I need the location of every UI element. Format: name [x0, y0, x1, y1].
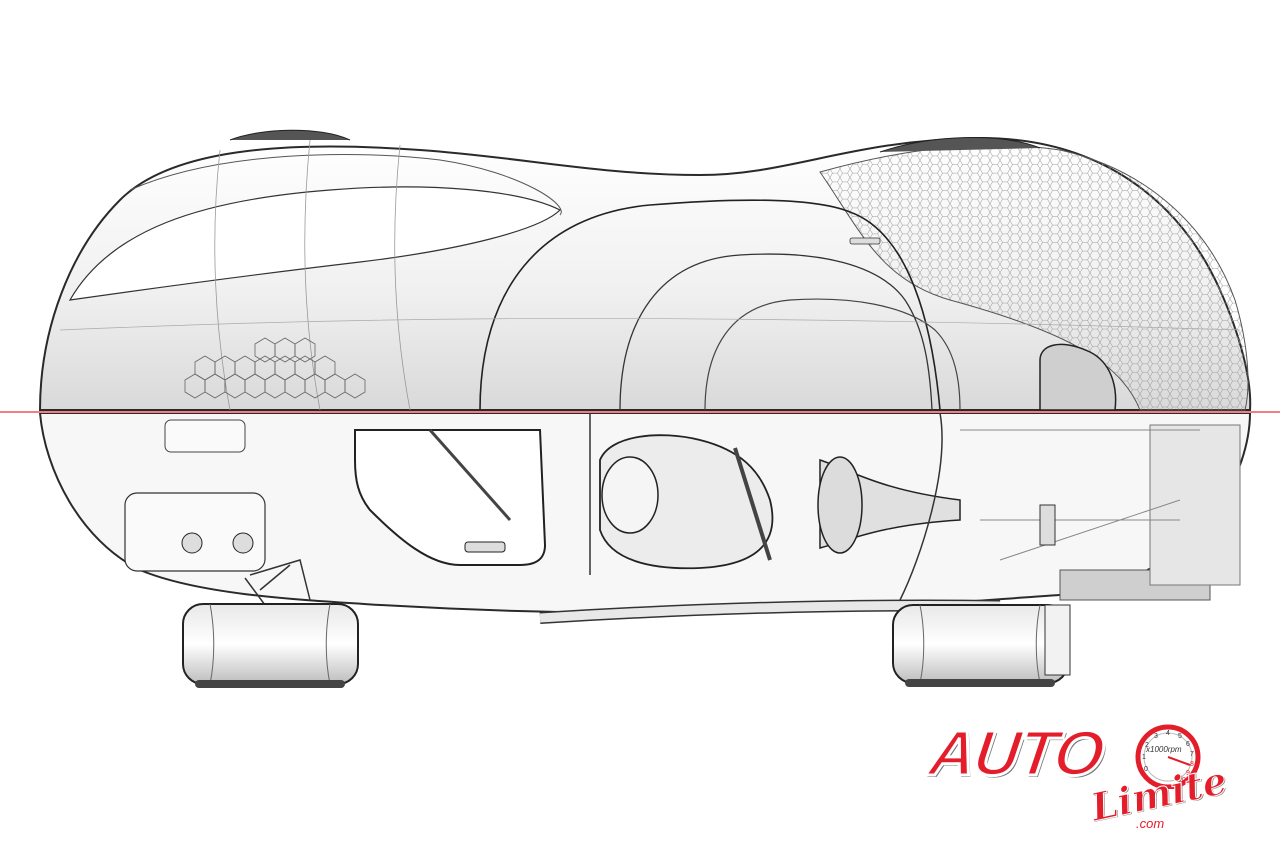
canopy-arc-3 [704, 298, 961, 411]
logo-word: AUTO [923, 716, 1108, 791]
svg-text:7: 7 [1190, 751, 1194, 758]
logo-domain: .com [1136, 816, 1165, 831]
steering-wheel [817, 456, 863, 554]
door-handle [464, 541, 506, 553]
tachometer-icon: 0 1 2 3 4 5 6 7 8 9 10 [1135, 724, 1201, 789]
front-suspension [244, 559, 311, 606]
svg-text:9: 9 [1186, 770, 1190, 777]
headrest [601, 456, 659, 534]
hex-decals [184, 337, 366, 399]
door-strut [428, 429, 512, 521]
front-wheel-top [229, 129, 351, 141]
rear-vent [1039, 343, 1117, 411]
svg-text:1: 1 [1142, 754, 1146, 761]
seat-belt [733, 447, 772, 561]
svg-text:8: 8 [1190, 761, 1194, 768]
rear-wheel-top [879, 136, 1041, 153]
svg-text:3: 3 [1154, 733, 1158, 740]
svg-text:6: 6 [1186, 741, 1190, 748]
front-panel [164, 419, 246, 453]
connector-left [181, 532, 203, 554]
connector-right [232, 532, 254, 554]
mirror-slot [849, 237, 881, 245]
canopy-arc-1 [479, 199, 941, 411]
nose-sweep [68, 186, 562, 301]
svg-text:4: 4 [1166, 730, 1170, 737]
logo-gauge-units: x1000rpm [1146, 745, 1182, 754]
front-wheel [182, 603, 359, 688]
site-logo: 0 1 2 3 4 5 6 7 8 9 10 AUTO x1000rpm Lim… [923, 715, 1260, 840]
svg-text:2: 2 [1145, 742, 1149, 749]
svg-text:0: 0 [1144, 766, 1148, 773]
front-arch-line [129, 153, 562, 216]
rear-bracket [1039, 504, 1056, 546]
rear-wheel [892, 604, 1069, 687]
canopy-arc-2 [619, 253, 933, 411]
front-box [124, 492, 266, 572]
rear-suspension-plate [1044, 604, 1071, 676]
svg-text:5: 5 [1178, 733, 1182, 740]
interior-half [38, 413, 1252, 688]
door-window [354, 429, 547, 566]
exterior-half [38, 129, 1252, 411]
svg-text:10: 10 [1178, 777, 1186, 784]
